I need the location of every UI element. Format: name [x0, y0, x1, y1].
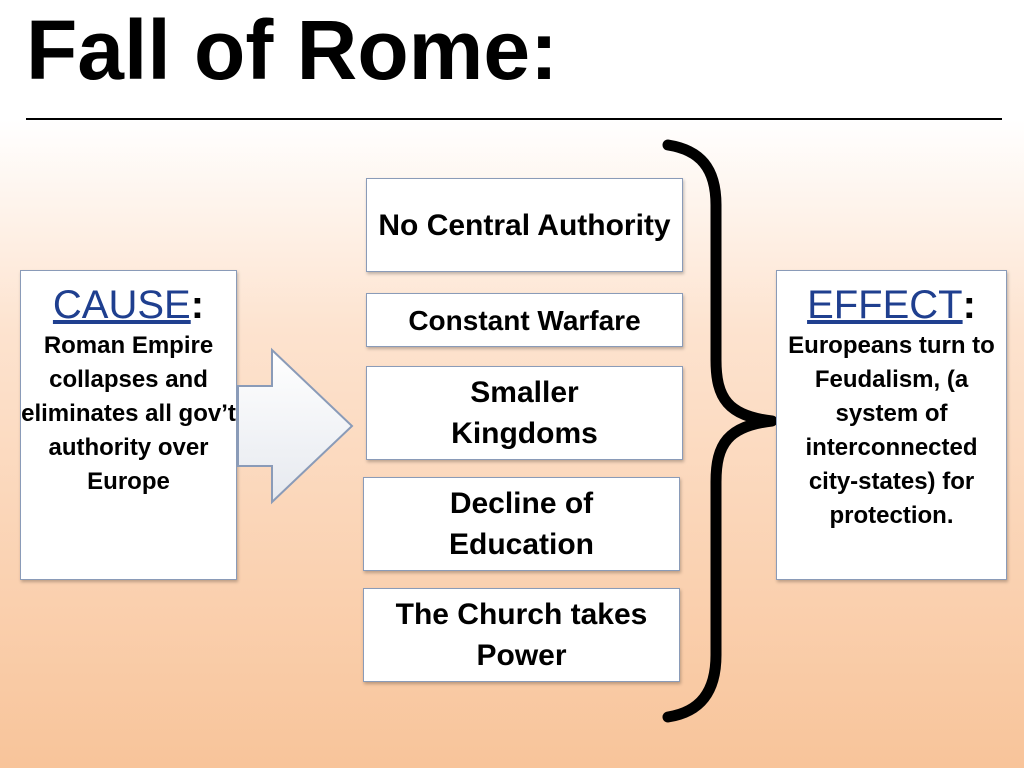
effect-item-constant-warfare: Constant Warfare	[366, 293, 683, 347]
cause-heading: CAUSE	[52, 283, 191, 327]
effect-item-label: Decline of Education	[448, 487, 594, 561]
effect-box: EFFECT: Europeans turn to Feudalism, (a …	[776, 270, 1007, 580]
effect-item-smaller-kingdoms: Smaller Kingdoms	[366, 366, 683, 460]
effect-heading: EFFECT	[807, 283, 963, 327]
cause-colon: :	[190, 283, 205, 327]
cause-text: Roman Empire collapses and eliminates al…	[21, 332, 236, 495]
effect-item-church-takes-power: The Church takes Power	[363, 588, 680, 682]
slide-title: Fall of Rome:	[26, 3, 559, 97]
effect-item-label: No Central Authority	[378, 208, 671, 242]
effect-item-decline-of-education: Decline of Education	[363, 477, 680, 571]
effect-item-label: Constant Warfare	[408, 304, 641, 336]
effect-item-no-central-authority: No Central Authority	[366, 178, 683, 272]
title-underline	[26, 118, 1002, 120]
cause-box: CAUSE: Roman Empire collapses and elimin…	[20, 270, 237, 580]
effect-text: Europeans turn to Feudalism, (a system o…	[788, 332, 995, 529]
effect-item-label: The Church takes Power	[395, 598, 648, 672]
effect-colon: :	[962, 283, 976, 327]
effect-item-label: Smaller Kingdoms	[451, 376, 598, 450]
